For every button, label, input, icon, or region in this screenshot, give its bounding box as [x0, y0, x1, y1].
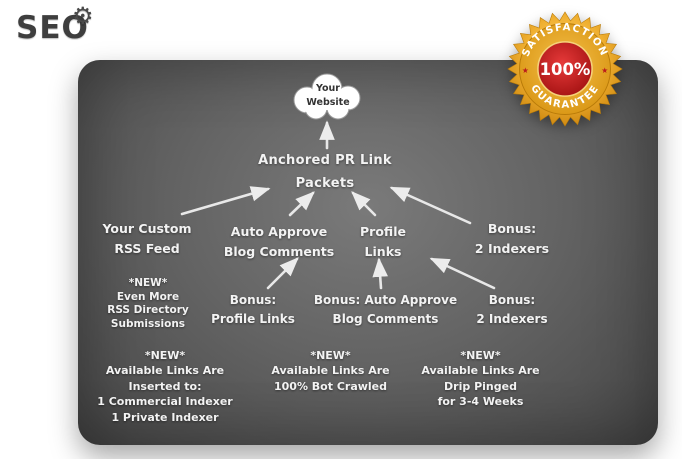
seo-logo-text: SEO [16, 10, 89, 46]
node-bonus-2-indexers-top: Bonus: 2 Indexers [474, 221, 550, 256]
seo-logo: SEO ⚙ [16, 2, 126, 62]
node-bonus-auto-approve: Bonus: Auto Approve Blog Comments [313, 293, 458, 326]
node-auto-approve-comments: Auto Approve Blog Comments [223, 224, 335, 259]
node-bonus-2-indexers-right: Bonus: 2 Indexers [476, 293, 548, 326]
badge-center-text: 100% [540, 60, 591, 79]
cloud-label: Your Website [306, 83, 350, 108]
node-anchored-pr-link-packets: Anchored PR Link Packets [258, 153, 392, 191]
chalkboard [78, 60, 658, 445]
node-links-inserted: *NEW* Available Links Are Inserted to: 1… [97, 349, 233, 424]
badge-star-right: ★ [601, 66, 608, 75]
satisfaction-badge: SATISFACTION GUARANTEE 100% ★ ★ [507, 11, 623, 127]
node-custom-rss-feed: Your Custom RSS Feed [102, 221, 192, 256]
your-website-cloud: Your Website [283, 70, 373, 124]
node-rss-directory-submissions: *NEW* Even More RSS Directory Submission… [107, 277, 189, 330]
badge-star-left: ★ [522, 66, 529, 75]
node-bonus-profile-links: Bonus: Profile Links [211, 293, 295, 326]
node-bot-crawled: *NEW* Available Links Are 100% Bot Crawl… [271, 349, 390, 393]
node-profile-links: Profile Links [360, 224, 406, 259]
node-drip-pinged: *NEW* Available Links Are Drip Pinged fo… [421, 349, 540, 409]
cloud-icon [293, 73, 361, 120]
gear-icon: ⚙ [72, 2, 94, 30]
